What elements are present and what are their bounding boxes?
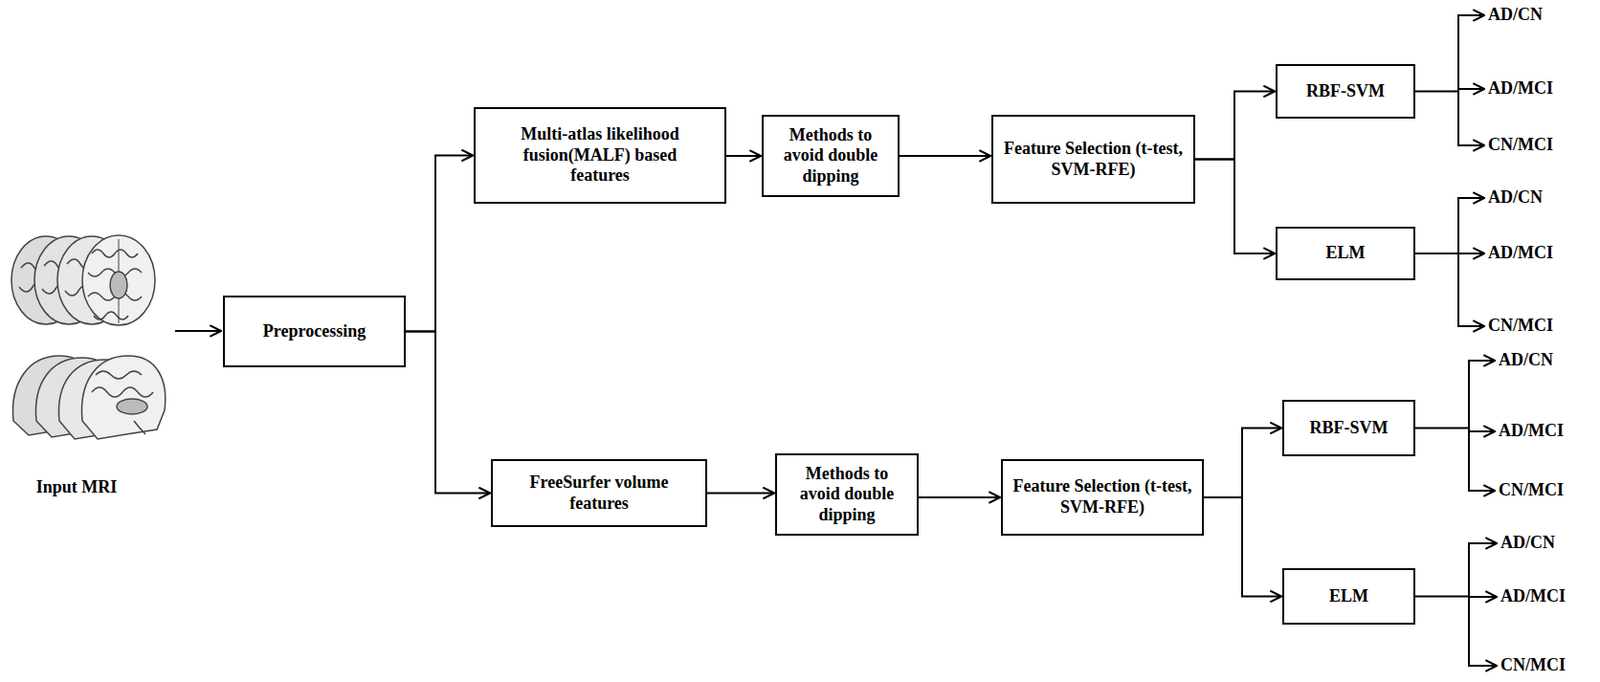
class-pair-label: AD/CN: [1488, 187, 1543, 209]
output-arrow: [1457, 88, 1485, 90]
output-arrow: [1467, 665, 1497, 667]
output-arrow: [1457, 197, 1485, 200]
class-pair-label: AD/MCI: [1500, 586, 1566, 608]
process-box: Preprocessing: [222, 295, 406, 368]
box-label: Multi-atlas likelihood fusion(MALF) base…: [494, 124, 706, 187]
input-caption: Input MRI: [36, 477, 118, 499]
sagittal-slices: [12, 355, 165, 440]
class-pair-label: AD/CN: [1488, 4, 1543, 26]
output-fan: [1415, 198, 1485, 327]
flow-arrow: [726, 155, 761, 157]
flow-arrow: [405, 155, 473, 333]
class-pair-label: CN/MCI: [1498, 480, 1564, 502]
process-box: ELM: [1282, 568, 1416, 625]
box-label: Feature Selection (t-test, SVM-RFE): [1002, 138, 1184, 180]
class-pair-label: AD/MCI: [1488, 78, 1554, 100]
output-fan: [1415, 15, 1485, 146]
class-pair-label: CN/MCI: [1500, 655, 1566, 677]
output-arrow: [1467, 542, 1497, 545]
box-label: ELM: [1329, 586, 1369, 608]
process-box: Methods to avoid double dipping: [775, 453, 919, 536]
output-arrow: [1457, 144, 1485, 147]
flow-arrow: [405, 332, 490, 494]
process-box: Methods to avoid double dipping: [761, 114, 900, 198]
output-fan: [1415, 543, 1497, 667]
flow-arrow: [1203, 497, 1282, 598]
process-box: RBF-SVM: [1282, 400, 1416, 457]
flow-arrow: [1203, 428, 1282, 499]
process-box: RBF-SVM: [1275, 64, 1416, 119]
output-arrow: [1467, 360, 1470, 491]
flow-arrow: [899, 155, 991, 157]
box-label: Methods to avoid double dipping: [784, 464, 910, 527]
process-box: Multi-atlas likelihood fusion(MALF) base…: [473, 107, 727, 204]
output-arrow: [1467, 543, 1470, 667]
flow-arrow: [707, 492, 775, 495]
flow-arrow: [918, 496, 1000, 499]
output-arrow: [1467, 430, 1495, 433]
output-arrow: [1415, 252, 1459, 255]
box-label: Feature Selection (t-test, SVM-RFE): [1012, 476, 1193, 518]
class-pair-label: CN/MCI: [1488, 134, 1554, 156]
flow-arrow: [1195, 159, 1275, 255]
output-arrow: [1457, 14, 1485, 17]
input-arrow: [175, 330, 222, 333]
output-arrow: [1457, 325, 1485, 328]
output-fan: [1415, 360, 1495, 491]
box-label: RBF-SVM: [1306, 81, 1385, 103]
output-arrow: [1467, 489, 1495, 492]
flow-arrow: [1195, 91, 1275, 160]
output-arrow: [1457, 15, 1460, 146]
box-label: Preprocessing: [263, 321, 366, 343]
process-box: Feature Selection (t-test, SVM-RFE): [991, 114, 1196, 204]
box-label: Methods to avoid double dipping: [771, 125, 890, 188]
class-pair-label: AD/CN: [1498, 350, 1554, 372]
output-arrow: [1415, 90, 1459, 93]
box-label: ELM: [1325, 243, 1365, 265]
output-arrow: [1467, 359, 1495, 362]
process-box: Feature Selection (t-test, SVM-RFE): [1000, 459, 1204, 536]
axial-slices: [11, 235, 156, 326]
process-box: ELM: [1275, 226, 1416, 281]
output-arrow: [1457, 252, 1485, 255]
class-pair-label: AD/MCI: [1498, 421, 1564, 443]
class-pair-label: CN/MCI: [1488, 315, 1554, 337]
box-label: RBF-SVM: [1310, 418, 1389, 440]
class-pair-label: AD/MCI: [1488, 243, 1554, 265]
output-arrow: [1415, 596, 1469, 599]
box-label: FreeSurfer volume features: [502, 472, 696, 514]
process-box: FreeSurfer volume features: [490, 459, 708, 528]
output-arrow: [1415, 427, 1469, 430]
class-pair-label: AD/CN: [1500, 533, 1556, 555]
output-arrow: [1467, 596, 1497, 599]
output-arrow: [1457, 198, 1460, 327]
